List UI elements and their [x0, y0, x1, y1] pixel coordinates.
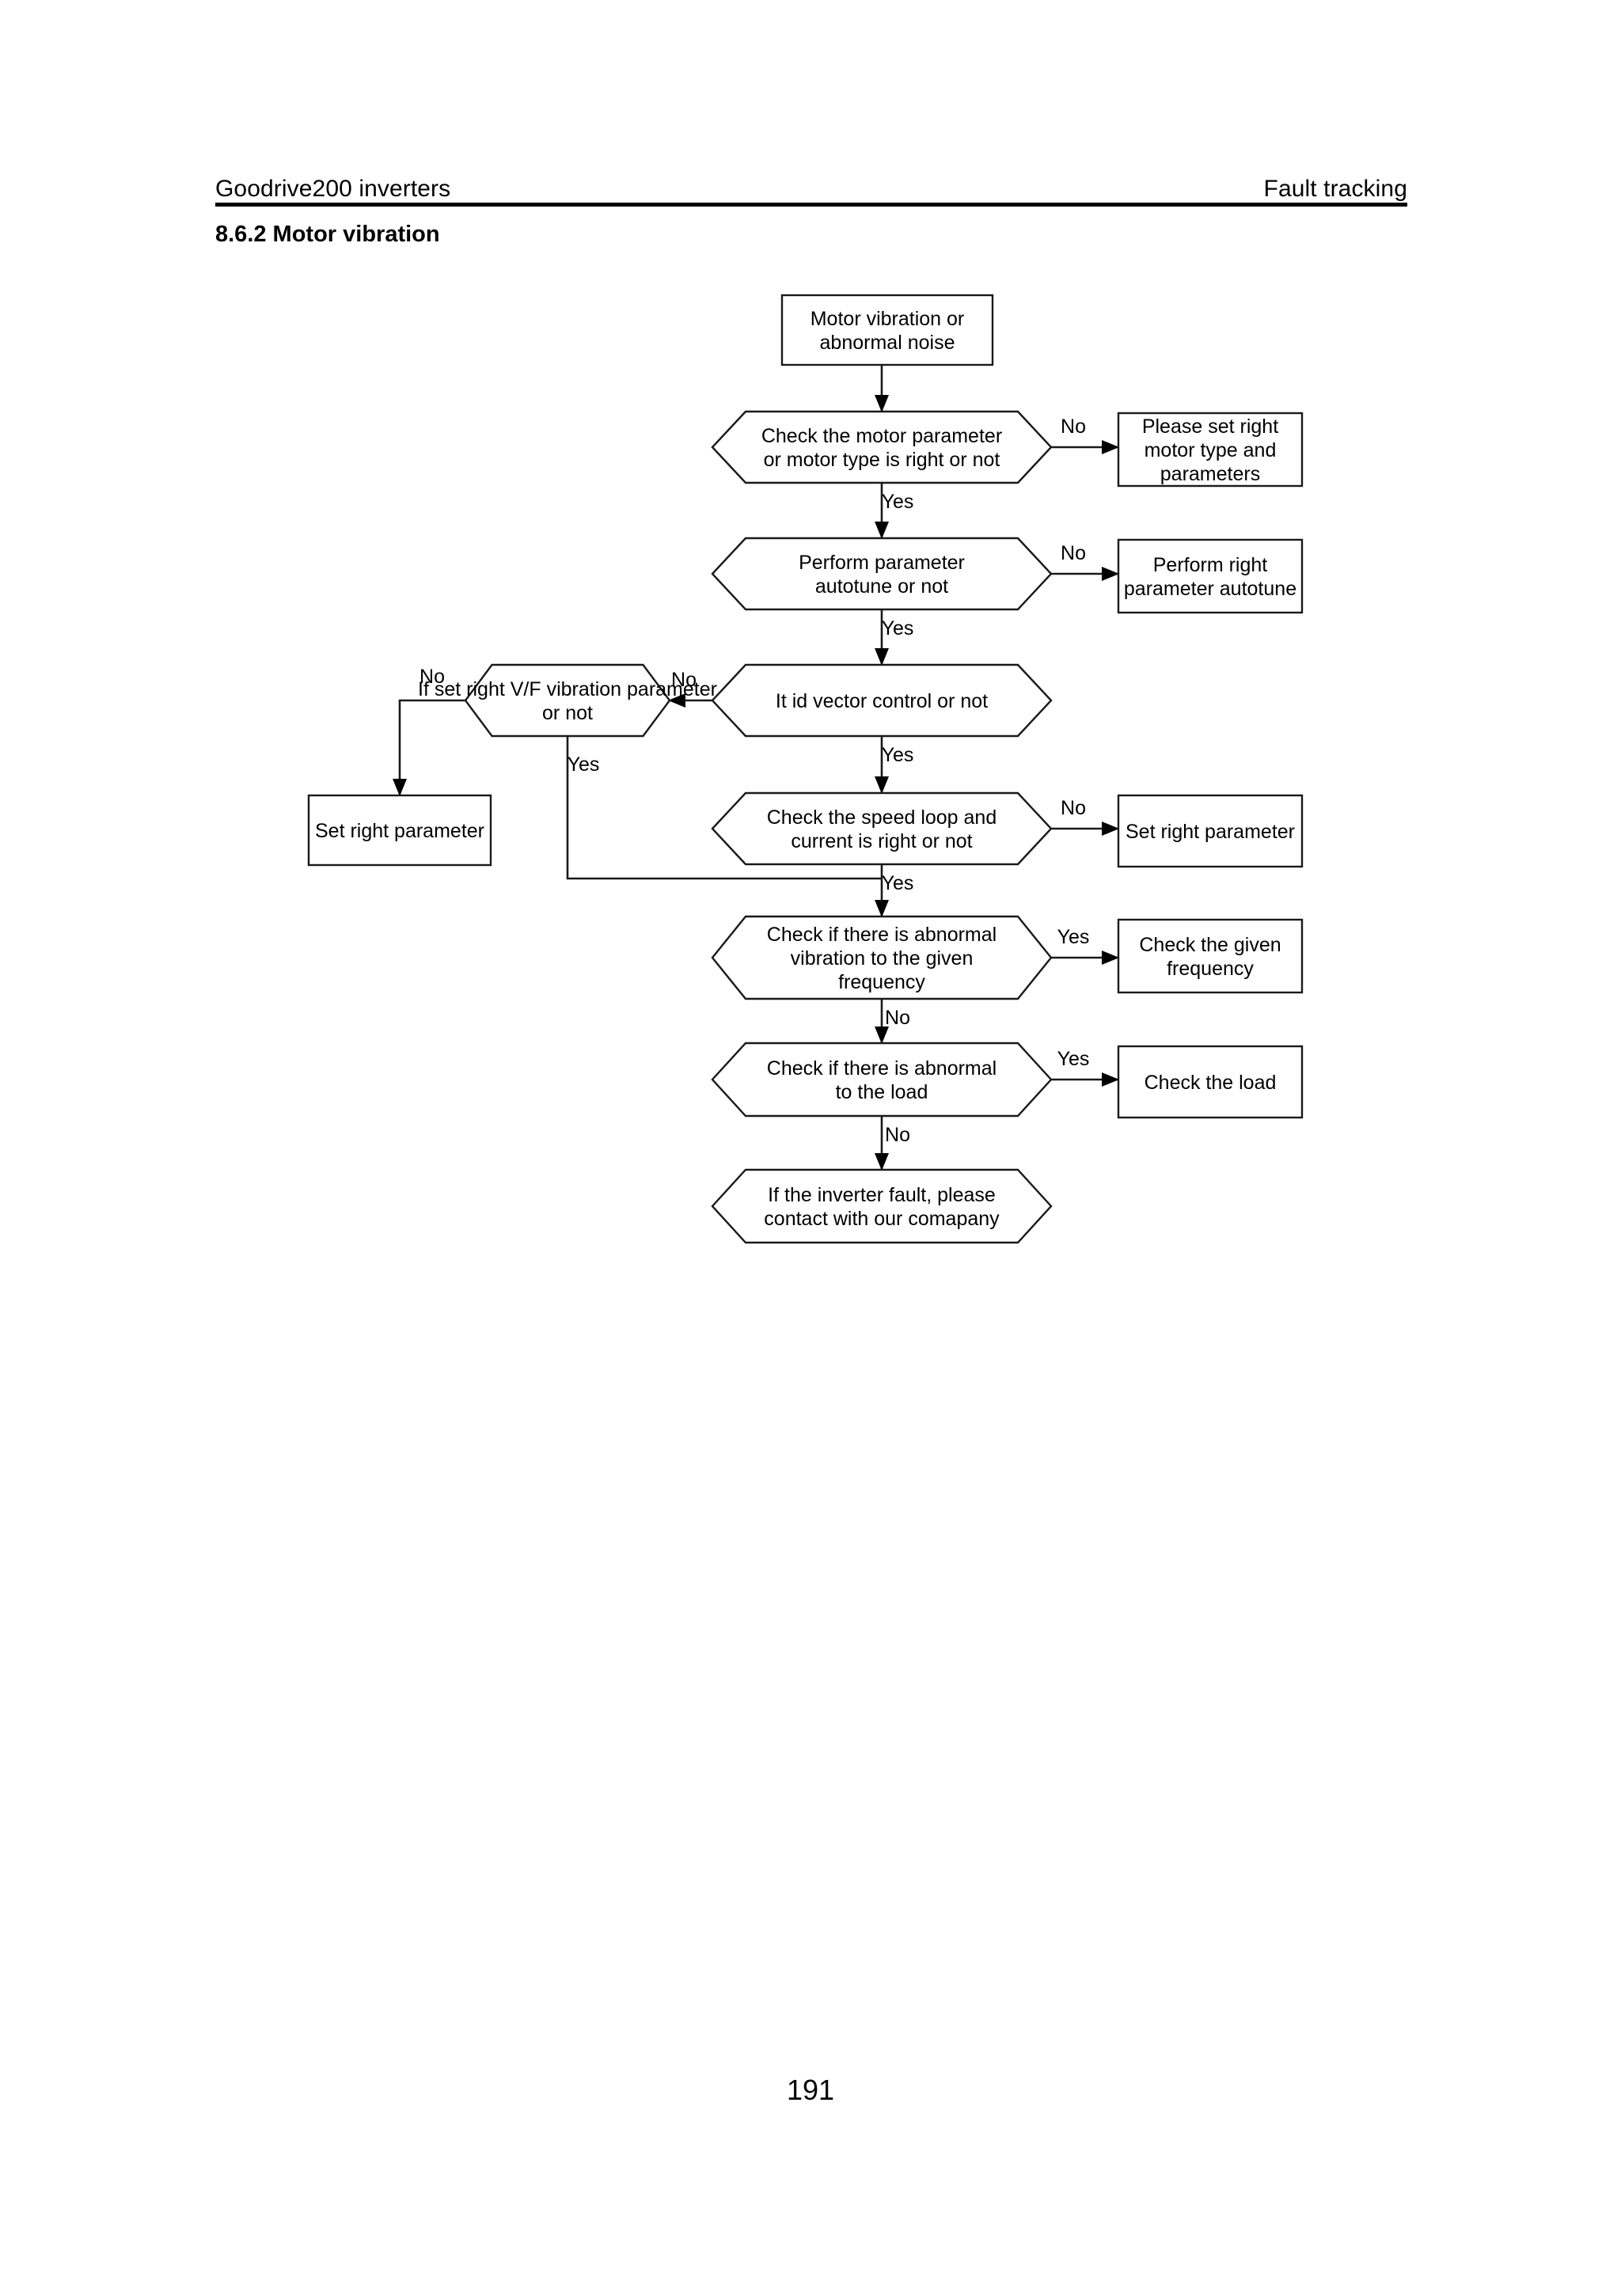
flow-node-d_load: Check if there is abnormalto the load: [712, 1043, 1051, 1116]
edge-label: No: [1061, 797, 1086, 819]
edge-label: Yes: [1057, 926, 1090, 948]
node-label-text: abnormal noise: [820, 332, 955, 354]
connector-arrowhead: [1102, 822, 1119, 836]
flow-node-a_set_motor: Please set rightmotor type andparameters: [1118, 413, 1302, 486]
node-label-text: parameters: [1160, 463, 1260, 485]
header-chapter-title: Fault tracking: [1264, 176, 1407, 203]
connector-arrowhead: [393, 779, 407, 796]
node-shape-hexagon: [712, 538, 1051, 609]
connector-arrowhead: [1102, 440, 1119, 454]
edge-label: Yes: [882, 491, 914, 513]
section-heading: 8.6.2 Motor vibration: [215, 220, 440, 249]
flowchart-canvas: Motor vibration orabnormal noiseCheck th…: [0, 261, 1621, 1290]
connector-arrowhead: [1102, 1072, 1119, 1087]
node-label-text: parameter autotune: [1124, 578, 1296, 600]
flow-node-d_autotune: Perform parameterautotune or not: [712, 538, 1051, 609]
motor-vibration-flowchart: Motor vibration orabnormal noiseCheck th…: [0, 261, 1621, 1290]
flow-node-start: Motor vibration orabnormal noise: [782, 295, 993, 365]
node-shape-rect: [782, 295, 993, 365]
flow-node-d_vibration_freq: Check if there is abnormalvibration to t…: [712, 917, 1051, 999]
node-label-text: If the inverter fault, please: [768, 1184, 996, 1206]
header-document-title: Goodrive200 inverters: [215, 176, 450, 203]
edge-label: No: [885, 1007, 910, 1029]
flow-node-a_set_param_right: Set right parameter: [1118, 795, 1302, 867]
node-shape-hexagon: [712, 412, 1051, 483]
flow-node-d_motor_param: Check the motor parameteror motor type i…: [712, 412, 1051, 483]
flow-node-a_set_param_left: Set right parameter: [309, 795, 491, 865]
flow-edge-e_vibfreq_yes: [1051, 951, 1119, 965]
page-number: 191: [0, 2074, 1621, 2107]
flow-edge-e_start_motor: [875, 365, 889, 412]
node-shape-hexagon: [712, 1170, 1051, 1243]
edge-label: Yes: [1057, 1048, 1090, 1070]
flow-node-a_check_freq: Check the givenfrequency: [1118, 920, 1302, 992]
edge-label: No: [671, 669, 697, 691]
running-header: Goodrive200 inverters Fault tracking: [215, 155, 1407, 203]
node-label-text: current is right or not: [791, 830, 972, 852]
node-label-text: or not: [542, 702, 593, 724]
node-label-text: Check if there is abnormal: [767, 1057, 997, 1080]
node-label-text: autotune or not: [815, 575, 948, 598]
node-label-text: Check the speed loop and: [767, 806, 997, 829]
node-label-text: frequency: [1167, 958, 1254, 980]
flow-edge-e_load_yes: [1051, 1072, 1119, 1087]
edge-label: No: [419, 666, 445, 688]
connector-arrowhead: [875, 648, 889, 666]
node-label-text: Check the motor parameter: [761, 425, 1002, 447]
flow-node-a_autotune: Perform rightparameter autotune: [1118, 540, 1302, 613]
edge-label: Yes: [882, 617, 914, 639]
node-label-text: contact with our comapany: [764, 1208, 1000, 1230]
flow-edge-e_speed_no: [1051, 822, 1119, 836]
node-label-text: Set right parameter: [1126, 821, 1295, 843]
edge-label: Yes: [882, 744, 914, 766]
node-label-text: frequency: [838, 971, 925, 993]
node-shape-hexagon: [712, 793, 1051, 864]
flow-edge-e_vf_no: [393, 700, 465, 796]
flow-node-d_speed_loop: Check the speed loop andcurrent is right…: [712, 793, 1051, 864]
edge-label: Yes: [882, 872, 914, 894]
node-label-text: Check the given: [1139, 934, 1281, 956]
connector-arrowhead: [875, 776, 889, 794]
node-label-text: Check the load: [1145, 1072, 1277, 1094]
node-label-text: Perform parameter: [799, 552, 965, 574]
edge-label: No: [1061, 416, 1086, 438]
node-label-text: Set right parameter: [315, 820, 484, 842]
connector-arrowhead: [875, 1153, 889, 1171]
header-divider-rule: [215, 203, 1407, 207]
flowchart-edge-label-layer: NoYesNoYesNoYesNoYesNoYesYesNoYesNo: [419, 416, 1089, 1146]
node-label-text: Motor vibration or: [810, 308, 965, 330]
node-label-text: or motor type is right or not: [764, 449, 1000, 471]
connector-arrowhead: [875, 522, 889, 539]
connector-arrowhead: [875, 1027, 889, 1044]
flow-node-end_contact: If the inverter fault, pleasecontact wit…: [712, 1170, 1051, 1243]
edge-label: No: [885, 1124, 910, 1146]
node-label-text: vibration to the given: [791, 947, 974, 970]
connector-arrowhead: [1102, 951, 1119, 965]
node-shape-hexagon: [465, 665, 670, 736]
node-label-text: Perform right: [1153, 554, 1268, 576]
node-label-text: It id vector control or not: [776, 690, 988, 712]
flowchart-node-layer: Motor vibration orabnormal noiseCheck th…: [309, 295, 1302, 1243]
flow-edge-e_autotune_no: [1051, 567, 1119, 581]
connector-arrowhead: [875, 900, 889, 917]
node-shape-rect: [1118, 540, 1302, 613]
flow-node-d_vector: It id vector control or not: [712, 665, 1051, 736]
edge-label: No: [1061, 542, 1086, 564]
node-label-text: Please set right: [1142, 416, 1278, 438]
connector-line: [400, 700, 465, 795]
connector-arrowhead: [1102, 567, 1119, 581]
flow-node-a_check_load: Check the load: [1118, 1046, 1302, 1118]
connector-arrowhead: [875, 395, 889, 412]
node-label-text: Check if there is abnormal: [767, 924, 997, 946]
node-shape-rect: [1118, 920, 1302, 992]
flow-edge-e_motor_no: [1051, 440, 1119, 454]
edge-label: Yes: [568, 753, 600, 776]
node-shape-hexagon: [712, 1043, 1051, 1116]
node-label-text: to the load: [836, 1081, 928, 1103]
node-label-text: motor type and: [1145, 439, 1277, 461]
